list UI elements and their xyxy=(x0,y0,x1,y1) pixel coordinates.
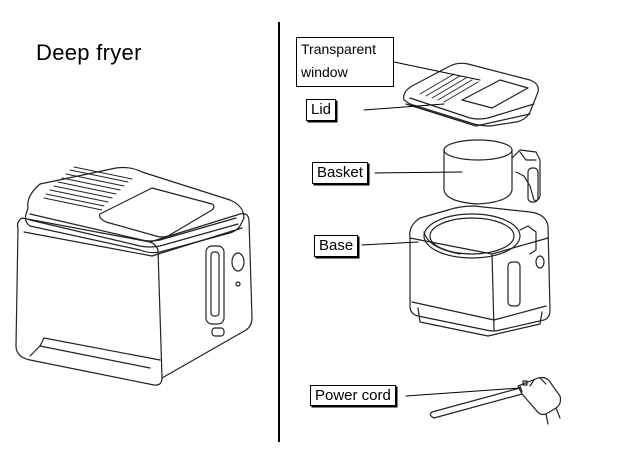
power-cord-drawing xyxy=(430,378,560,425)
label-transparent-window-line2: window xyxy=(301,64,348,80)
label-transparent-window: Transparent window xyxy=(296,37,394,87)
fryer-knob xyxy=(232,253,244,271)
label-basket: Basket xyxy=(312,162,368,184)
base-drawing xyxy=(410,206,550,336)
label-transparent-window-line1: Transparent xyxy=(301,41,376,57)
fryer-handle xyxy=(206,246,224,324)
fryer-window xyxy=(100,188,214,237)
label-lid: Lid xyxy=(306,99,337,121)
divider-line xyxy=(278,22,280,442)
fryer-vent-slots xyxy=(44,167,132,210)
assembled-fryer-drawing xyxy=(16,167,252,385)
fryer-body xyxy=(16,218,162,385)
label-base: Base xyxy=(314,235,359,257)
diagram-title: Deep fryer xyxy=(36,40,142,65)
leader-lines xyxy=(362,62,520,396)
fryer-lid xyxy=(26,168,245,253)
basket-drawing xyxy=(444,140,540,204)
lid-drawing xyxy=(404,63,539,126)
label-power-cord: Power cord xyxy=(310,385,396,406)
